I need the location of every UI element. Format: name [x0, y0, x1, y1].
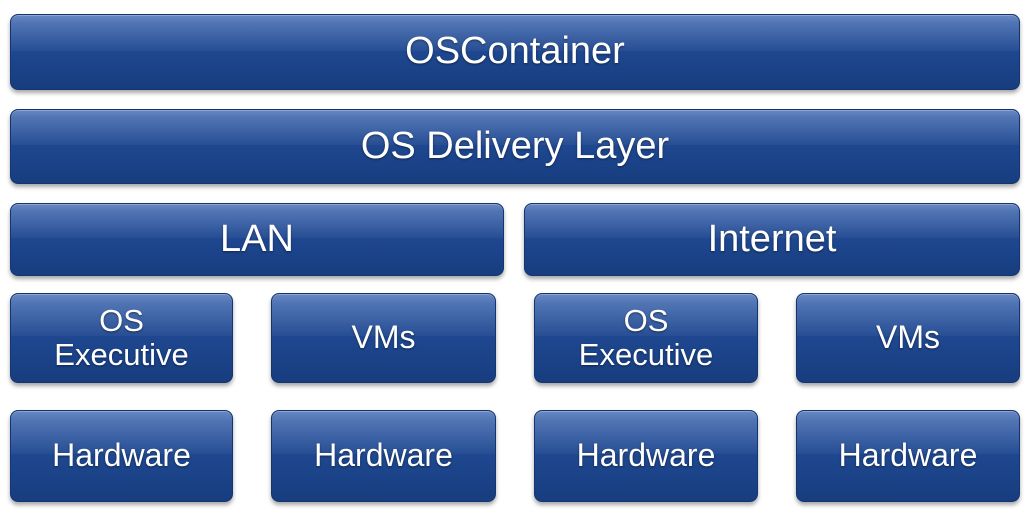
hardware-label-3: Hardware	[576, 437, 716, 474]
vms-block-1: VMs	[271, 293, 496, 383]
oscontainer-label: OSContainer	[405, 30, 625, 73]
os-delivery-layer-label: OS Delivery Layer	[360, 124, 670, 167]
hardware-block-4: Hardware	[796, 410, 1020, 502]
os-executive-label-1: OS Executive	[54, 302, 189, 372]
os-executive-block-1: OS Executive	[10, 293, 233, 383]
os-executive-label-2: OS Executive	[578, 302, 714, 372]
oscontainer-block: OSContainer	[10, 14, 1020, 90]
vms-label-2: VMs	[876, 319, 940, 356]
os-executive-block-2: OS Executive	[534, 293, 758, 383]
vms-label-1: VMs	[351, 319, 416, 356]
hardware-block-2: Hardware	[271, 410, 496, 502]
vms-block-2: VMs	[796, 293, 1020, 383]
os-executive-line1: OS	[99, 302, 144, 338]
internet-block: Internet	[524, 203, 1020, 276]
lan-label: LAN	[220, 217, 294, 260]
hardware-block-1: Hardware	[10, 410, 233, 502]
lan-block: LAN	[10, 203, 504, 276]
hardware-label-1: Hardware	[52, 437, 191, 474]
internet-label: Internet	[707, 217, 837, 260]
os-delivery-layer-block: OS Delivery Layer	[10, 109, 1020, 184]
hardware-block-3: Hardware	[534, 410, 758, 502]
os-executive-line2: Executive	[54, 337, 189, 372]
os-executive-line2: Executive	[578, 337, 714, 372]
os-executive-line1: OS	[623, 302, 669, 338]
hardware-label-2: Hardware	[314, 437, 453, 474]
hardware-label-4: Hardware	[838, 437, 978, 474]
